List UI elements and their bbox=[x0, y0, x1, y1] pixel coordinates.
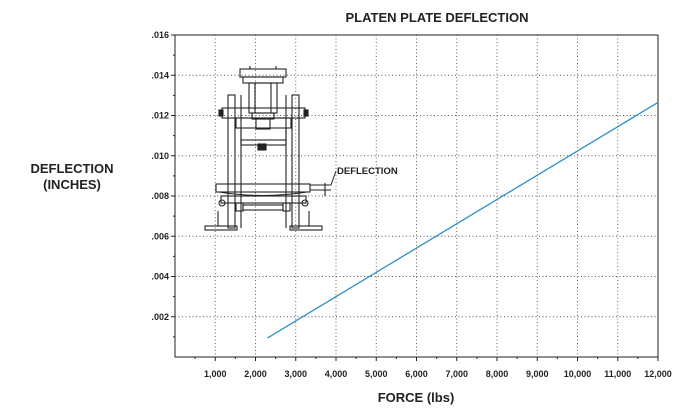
x-tick-label: 4,000 bbox=[325, 369, 348, 379]
x-tick-label: 5,000 bbox=[365, 369, 388, 379]
y-tick-label: .002 bbox=[151, 312, 169, 322]
x-tick-label: 12,000 bbox=[644, 369, 672, 379]
x-tick-label: 2,000 bbox=[244, 369, 267, 379]
chart-title: PLATEN PLATE DEFLECTION bbox=[346, 10, 529, 25]
y-tick-label: .010 bbox=[151, 151, 169, 161]
x-tick-label: 1,000 bbox=[204, 369, 227, 379]
series-layer bbox=[267, 101, 659, 339]
x-tick-label: 9,000 bbox=[526, 369, 549, 379]
y-tick-label: .004 bbox=[151, 272, 169, 282]
axis-ticks bbox=[171, 34, 659, 361]
deflection-series-line bbox=[267, 101, 659, 339]
y-tick-labels: .002 .004 .006 .008 .010 .012 .014 .016 bbox=[151, 30, 169, 322]
x-tick-label: 10,000 bbox=[564, 369, 592, 379]
x-tick-label: 6,000 bbox=[405, 369, 428, 379]
y-tick-label: .014 bbox=[151, 70, 169, 80]
press-frame-illustration bbox=[204, 66, 331, 231]
y-tick-label: .016 bbox=[151, 30, 169, 40]
deflection-annotation: DEFLECTION bbox=[337, 166, 398, 177]
x-tick-labels: 1,000 2,000 3,000 4,000 5,000 6,000 7,000 8,000… bbox=[204, 369, 672, 379]
x-axis-title: FORCE (lbs) bbox=[378, 390, 455, 405]
y-tick-label: .008 bbox=[151, 191, 169, 201]
x-tick-label: 7,000 bbox=[445, 369, 468, 379]
y-axis-title-line-2: (INCHES) bbox=[43, 177, 101, 192]
x-tick-label: 11,000 bbox=[604, 369, 631, 379]
x-tick-label: 8,000 bbox=[486, 369, 509, 379]
y-tick-label: .006 bbox=[151, 231, 169, 241]
deflection-leader-line bbox=[330, 170, 337, 186]
x-tick-label: 3,000 bbox=[284, 369, 307, 379]
y-tick-label: .012 bbox=[151, 111, 169, 121]
y-axis-title-line-1: DEFLECTION bbox=[30, 161, 113, 176]
